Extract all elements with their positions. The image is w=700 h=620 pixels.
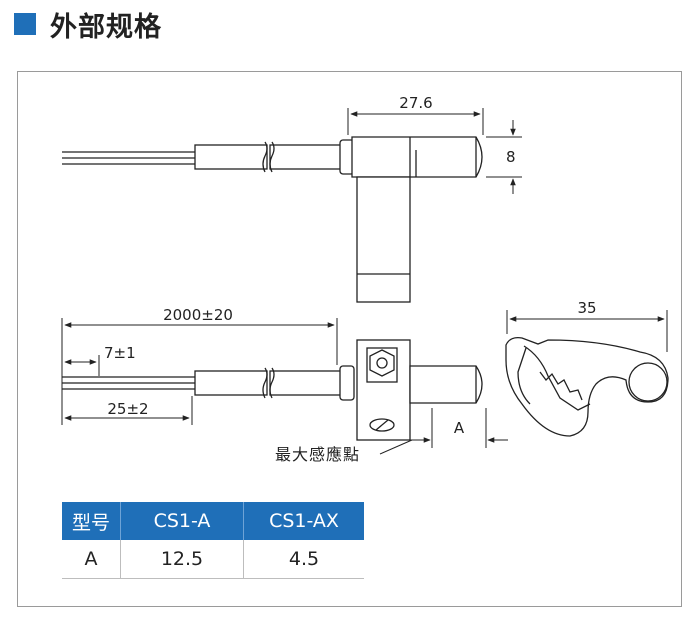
section-title: 外部规格 [50,11,162,43]
table-cell: A [62,540,121,579]
table-header-cell: CS1-AX [243,502,364,540]
height-dimension-label: 8 [506,148,516,166]
drawing-frame [17,71,682,607]
strip-short-label: 7±1 [104,344,136,362]
cable-length-label: 2000±20 [163,306,233,324]
table-header-cell: 型号 [62,502,121,540]
header-square-icon [14,13,36,35]
sensing-offset-label: A [454,419,465,437]
length-dimension-label: 27.6 [399,94,432,112]
table-cell: 4.5 [243,540,364,579]
clip-dimensions [506,310,668,352]
sensing-point-callout: 最大感應點 [275,445,360,464]
table-row: A 12.5 4.5 [62,540,364,579]
table-header-cell: CS1-A [120,502,244,540]
top-view-sensor [62,136,483,303]
strip-long-label: 25±2 [107,400,148,418]
mounting-clip [505,337,669,437]
side-view-dimensions [61,318,508,455]
table-cell: 12.5 [120,540,244,579]
top-view-dimensions [347,108,522,194]
section-header: 外部规格 [14,4,162,44]
clip-width-label: 35 [577,299,596,317]
table-header-row: 型号 CS1-A CS1-AX [62,502,364,540]
spec-table: 型号 CS1-A CS1-AX A 12.5 4.5 [62,502,364,579]
side-view-sensor [62,339,483,441]
